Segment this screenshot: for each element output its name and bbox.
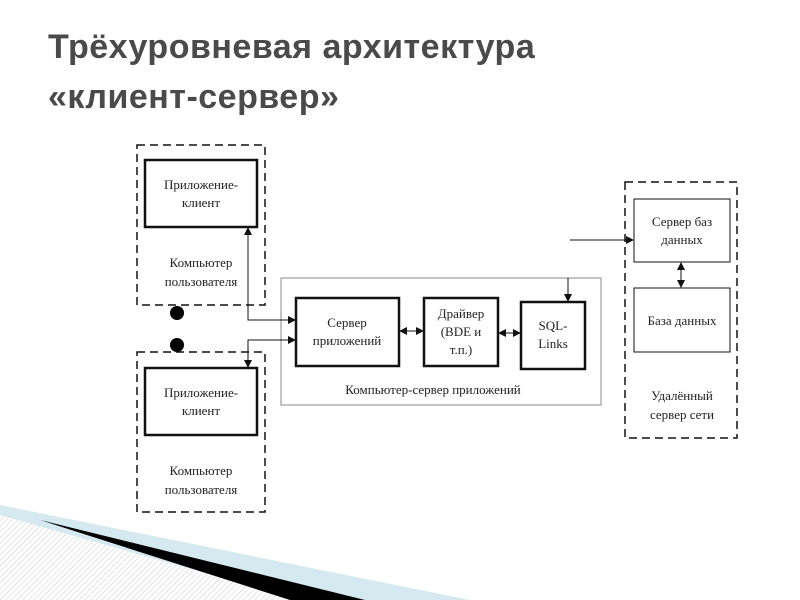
remote-server-label: сервер сети bbox=[650, 407, 714, 422]
client-computer-label: пользователя bbox=[165, 482, 238, 497]
client-computer-1: Приложение- клиент Компьютер пользовател… bbox=[136, 144, 266, 306]
database-box bbox=[633, 287, 731, 353]
client-computer-2: Приложение- клиент Компьютер пользовател… bbox=[136, 351, 266, 513]
client-app-box bbox=[143, 366, 259, 437]
app-server-box bbox=[294, 296, 401, 368]
slide-title-line1: Трёхуровневая архитектура bbox=[48, 28, 536, 66]
sql-links-label: SQL- bbox=[539, 318, 568, 333]
db-server-label: Сервер баз bbox=[652, 214, 712, 229]
sql-links-box bbox=[519, 300, 587, 371]
remote-server: Сервер баз данных База данных Удалённый … bbox=[624, 181, 738, 439]
db-server-label: данных bbox=[661, 232, 703, 247]
ellipsis-dot bbox=[170, 338, 184, 352]
app-server-label: приложений bbox=[313, 333, 382, 348]
app-server-computer: Компьютер-сервер приложений Сервер прило… bbox=[280, 277, 602, 406]
remote-server-label: Удалённый bbox=[651, 388, 713, 403]
app-server-label: Сервер bbox=[327, 315, 366, 330]
sql-links-label: Links bbox=[538, 336, 568, 351]
decorative-swoosh bbox=[0, 505, 470, 600]
client-app-label: Приложение- bbox=[164, 177, 238, 192]
client-app-label: Приложение- bbox=[164, 385, 238, 400]
client-app-box bbox=[143, 158, 259, 229]
client-app-label: клиент bbox=[182, 403, 220, 418]
driver-label: т.п.) bbox=[450, 342, 473, 357]
client-computer-label: Компьютер bbox=[170, 463, 233, 478]
app-server-computer-label: Компьютер-сервер приложений bbox=[345, 382, 521, 397]
client-computer-label: пользователя bbox=[165, 274, 238, 289]
db-server-box bbox=[633, 198, 731, 263]
arrow-client1-server bbox=[244, 227, 296, 324]
driver-label: (BDE и bbox=[441, 324, 482, 339]
client-app-label: клиент bbox=[182, 195, 220, 210]
driver-label: Драйвер bbox=[438, 306, 484, 321]
connectors bbox=[244, 227, 685, 368]
slide-title-line2: «клиент-сервер» bbox=[48, 78, 340, 116]
arrow-client2-server bbox=[244, 336, 296, 368]
database-label: База данных bbox=[648, 313, 717, 328]
ellipsis-dot bbox=[170, 306, 184, 320]
client-computer-label: Компьютер bbox=[170, 255, 233, 270]
